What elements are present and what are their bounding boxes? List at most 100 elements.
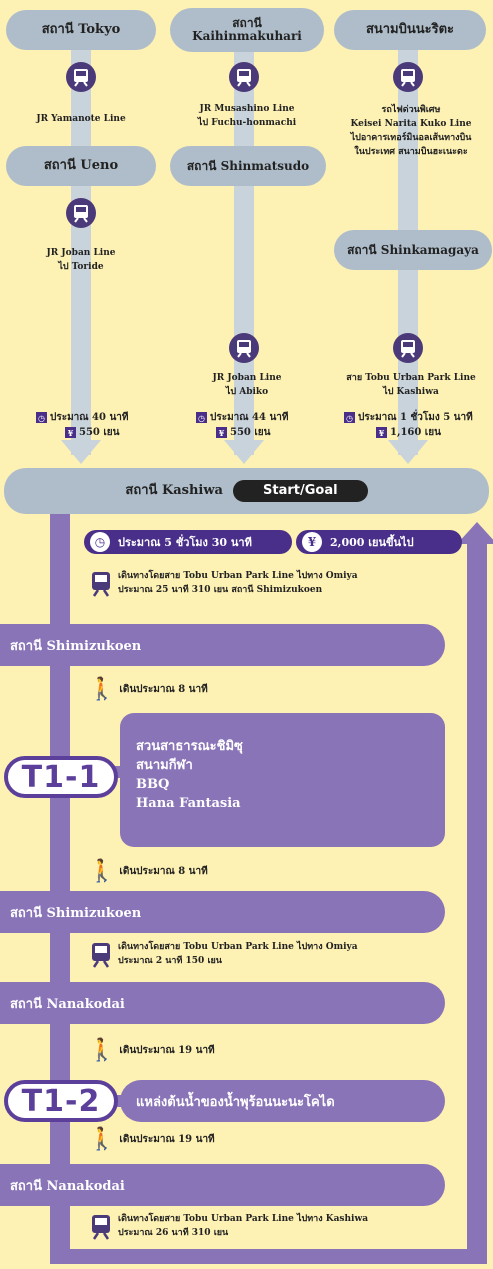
t1-1-line: สวนสาธารณะชิมิซุ <box>136 739 243 754</box>
travel-time: ◷ประมาณ 40 นาที <box>36 410 129 425</box>
line-label: JR Yamanote Line <box>36 114 126 124</box>
line-name: JR Joban Line <box>46 248 116 258</box>
line-label: รถไฟด่วนพิเศษ Keisei Narita Kuko Line ไป… <box>330 104 492 160</box>
walk-text: เดินประมาณ 19 นาที <box>119 1044 215 1056</box>
t1-2-tag[interactable]: T1-2 <box>4 1080 118 1122</box>
line-label: JR Joban Line ไป Abiko <box>170 372 324 399</box>
line-direction: ไป Kashiwa <box>383 386 439 397</box>
transit-detail: ประมาณ 26 นาที 310 เยน <box>118 1227 229 1238</box>
train-icon <box>393 62 423 92</box>
line-destination: ไปอาคารเทอร์มินอลเส้นทางบิน <box>350 132 472 143</box>
clock-icon: ◷ <box>90 532 110 552</box>
train-icon <box>66 62 96 92</box>
transit-step: เดินทางโดยสาย Tobu Urban Park Line ไปทาง… <box>90 570 358 597</box>
transit-line: เดินทางโดยสาย Tobu Urban Park Line ไปทาง… <box>118 1214 369 1224</box>
station-label: สถานี Nanakodai <box>10 1178 125 1194</box>
yen-icon: ¥ <box>376 427 387 438</box>
station-ueno[interactable]: สถานี Ueno <box>6 146 156 186</box>
walking-person-icon: 🚶 <box>88 1037 116 1063</box>
t1-2-box[interactable]: แหล่งต้นน้ำของน้ำพุร้อนนะนะโคได <box>120 1080 445 1122</box>
station-shinmatsudo[interactable]: สถานี Shinmatsudo <box>170 146 326 186</box>
travel-time: ◷ประมาณ 44 นาที <box>196 410 289 425</box>
train-icon <box>229 333 259 363</box>
arrow-down-icon <box>224 440 264 464</box>
route-bar-tokyo <box>71 40 91 455</box>
line-direction: ไป Toride <box>58 261 104 272</box>
travel-time-text: ประมาณ 44 นาที <box>210 412 289 423</box>
station-kashiwa[interactable]: สถานี Kashiwa Start/Goal <box>4 468 489 514</box>
loop-bar-bottom <box>50 1249 487 1264</box>
clock-icon: ◷ <box>196 412 207 423</box>
travel-fare: ¥1,160 เยน <box>376 425 441 440</box>
station-shinmatsudo-label: สถานี Shinmatsudo <box>186 158 310 173</box>
travel-time-text: ประมาณ 40 นาที <box>50 412 129 423</box>
line-label: JR Musashino Line ไป Fuchu-honmachi <box>170 103 324 130</box>
line-destination-2: ในประเทศ สนามบินฮะเนะดะ <box>354 146 468 157</box>
t1-1-line: สนามกีฬา <box>136 757 193 773</box>
transit-detail: ประมาณ 25 นาที 310 เยน สถานี Shimizukoen <box>118 584 323 595</box>
travel-time-text: ประมาณ 1 ชั่วโมง 5 นาที <box>358 412 473 423</box>
station-shimizukoen[interactable]: สถานี Shimizukoen <box>0 624 445 666</box>
station-kaihin-label-top: สถานี <box>232 16 262 31</box>
t1-1-line: BBQ <box>136 776 170 792</box>
walking-person-icon: 🚶 <box>88 858 116 884</box>
walk-text: เดินประมาณ 8 นาที <box>119 865 208 877</box>
summary-cost: ¥ 2,000 เยนขึ้นไป <box>296 530 462 554</box>
transit-step: เดินทางโดยสาย Tobu Urban Park Line ไปทาง… <box>90 1213 368 1240</box>
train-icon <box>92 571 110 597</box>
station-label: สถานี Shimizukoen <box>10 638 142 654</box>
loop-bar-left <box>50 514 70 1264</box>
arrow-down-icon <box>61 440 101 464</box>
line-direction: ไป Abiko <box>225 386 269 397</box>
train-icon <box>393 333 423 363</box>
station-nanakodai-2[interactable]: สถานี Nanakodai <box>0 1164 445 1206</box>
travel-fare: ¥550 เยน <box>216 425 270 440</box>
arrow-up-icon <box>457 522 493 544</box>
station-tokyo[interactable]: สถานี Tokyo <box>6 10 156 50</box>
summary-time-text: ประมาณ 5 ชั่วโมง 30 นาที <box>118 536 252 549</box>
clock-icon: ◷ <box>344 412 355 423</box>
train-icon <box>66 198 96 228</box>
train-icon <box>229 62 259 92</box>
station-nanakodai[interactable]: สถานี Nanakodai <box>0 982 445 1024</box>
station-kashiwa-label: สถานี Kashiwa <box>125 483 223 499</box>
line-type: รถไฟด่วนพิเศษ <box>381 105 441 115</box>
t1-1-lines: สวนสาธารณะชิมิซุ สนามกีฬา BBQ Hana Fanta… <box>136 738 243 813</box>
travel-fare-text: 550 เยน <box>230 427 271 438</box>
station-label: สถานี Shimizukoen <box>10 905 142 921</box>
travel-time: ◷ประมาณ 1 ชั่วโมง 5 นาที <box>344 410 473 425</box>
line-label: สาย Tobu Urban Park Line ไป Kashiwa <box>330 372 492 399</box>
station-shinkamagaya[interactable]: สถานี Shinkamagaya <box>334 230 492 270</box>
station-narita[interactable]: สนามบินนะริตะ <box>334 10 486 50</box>
start-goal-badge: Start/Goal <box>233 480 368 502</box>
t1-1-line: Hana Fantasia <box>136 795 241 811</box>
line-name: Keisei Narita Kuko Line <box>350 118 472 129</box>
walk-text: เดินประมาณ 19 นาที <box>119 1133 215 1145</box>
station-label: สถานี Nanakodai <box>10 996 125 1012</box>
walk-step: 🚶เดินประมาณ 19 นาที <box>88 1126 215 1152</box>
yen-icon: ¥ <box>302 532 322 552</box>
station-shinkamagaya-label: สถานี Shinkamagaya <box>347 242 479 257</box>
train-icon <box>92 1214 110 1240</box>
transit-step: เดินทางโดยสาย Tobu Urban Park Line ไปทาง… <box>90 941 358 968</box>
train-icon <box>92 942 110 968</box>
arrow-down-icon <box>388 440 428 464</box>
transit-line: เดินทางโดยสาย Tobu Urban Park Line ไปทาง… <box>118 571 358 581</box>
t1-1-tag[interactable]: T1-1 <box>4 756 118 798</box>
line-label: JR Joban Line ไป Toride <box>6 247 156 274</box>
line-direction: ไป Fuchu-honmachi <box>197 117 297 128</box>
yen-icon: ¥ <box>65 427 76 438</box>
travel-fare-text: 550 เยน <box>79 427 120 438</box>
clock-icon: ◷ <box>36 412 47 423</box>
loop-bar-right <box>467 540 487 1264</box>
t1-1-box[interactable] <box>120 713 445 847</box>
station-kaihinmakuhari[interactable]: สถานี Kaihinmakuhari <box>170 8 324 52</box>
summary-time: ◷ ประมาณ 5 ชั่วโมง 30 นาที <box>84 530 292 554</box>
travel-fare: ¥550 เยน <box>65 425 119 440</box>
line-name: JR Musashino Line <box>199 104 295 114</box>
t1-2-label: แหล่งต้นน้ำของน้ำพุร้อนนะนะโคได <box>136 1094 335 1110</box>
station-narita-label: สนามบินนะริตะ <box>365 22 455 38</box>
walk-step: 🚶เดินประมาณ 19 นาที <box>88 1037 215 1063</box>
line-name: JR Joban Line <box>212 373 282 383</box>
station-shimizukoen-2[interactable]: สถานี Shimizukoen <box>0 891 445 933</box>
